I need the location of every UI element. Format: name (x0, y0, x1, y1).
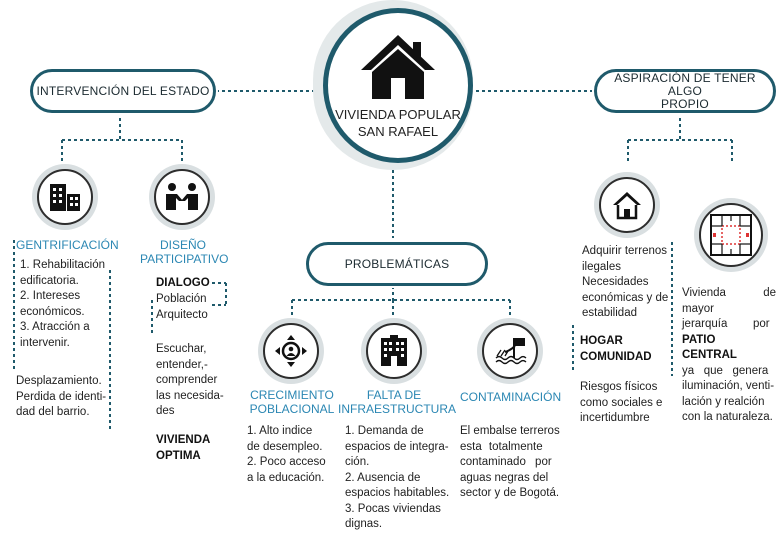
crecimiento-items: 1. Alto indice de desempleo. 2. Poco acc… (247, 424, 326, 486)
crecimiento-heading: CRECIMIENTO POBLACIONAL (248, 388, 336, 416)
list-item: ción. (345, 456, 370, 468)
list-item: 3. Pocas viviendas (345, 502, 441, 515)
polluted-water-icon (495, 338, 527, 365)
list-item: 2. Intereses (20, 290, 81, 302)
crecimiento-node (258, 318, 324, 384)
list-item: Desplazamiento. (16, 375, 102, 387)
patio-text: Vivienda de mayor jerarquía por PATIO CE… (682, 286, 776, 426)
falta-heading-line1: FALTA DE (366, 388, 422, 402)
diseno-heading: DISEÑO PARTICIPATIVO (140, 238, 229, 266)
apartment-building-icon (381, 335, 407, 366)
house-icon (361, 34, 435, 99)
center-title-line2: SAN RAFAEL (357, 123, 439, 139)
gentrificacion-node (32, 164, 98, 230)
list-item: como sociales e (580, 396, 663, 409)
falta-heading: FALTA DE INFRAESTRUCTURA (338, 388, 457, 416)
falta-items: 1. Demanda de espacios de integra- ción.… (345, 424, 449, 533)
list-item: Arquitecto (156, 308, 208, 321)
list-item: 2. Poco acceso (247, 456, 326, 468)
text-line: Vivienda de mayor (682, 287, 776, 315)
gentrificacion-items: 1. Rehabilitación edificatoria. 2. Inter… (20, 258, 105, 351)
diseno-node (149, 164, 215, 230)
text-line: contaminado por (460, 456, 552, 468)
list-item: 2. Ausencia de (345, 471, 421, 484)
list-item: 1. Demanda de (345, 425, 424, 437)
list-item: las necesida- (156, 389, 224, 402)
text-line: sector y de Bogotá. (460, 487, 560, 499)
list-item: Población (156, 293, 207, 305)
center-node-inner: VIVIENDA POPULAR SAN RAFAEL (323, 8, 473, 163)
falta-node (361, 318, 427, 384)
contaminacion-text: El embalse terreros esta totalmente cont… (460, 424, 562, 502)
handshake-icon (166, 183, 198, 210)
falta-heading-line2: INFRAESTRUCTURA (338, 402, 457, 416)
text-line: esta totalmente (460, 440, 543, 453)
list-item: espacios de integra- (345, 440, 449, 453)
problematicas-pill: PROBLEMÁTICAS (306, 242, 488, 286)
list-item: estabilidad (582, 307, 637, 319)
text-line: jerarquía por (682, 318, 770, 330)
list-item: económicas y de (582, 291, 669, 304)
list-item: dignas. (345, 518, 383, 530)
crecimiento-heading-line2: POBLACIONAL (249, 402, 335, 416)
text-line: ya que genera (682, 364, 769, 377)
crecimiento-heading-line1: CRECIMIENTO (250, 388, 334, 402)
gentrificacion-heading: GENTRIFICACIÓN (16, 238, 119, 252)
vivienda-optima: VIVIENDA OPTIMA (156, 434, 211, 462)
adquirir-node (594, 172, 660, 238)
list-item: dad del barrio. (16, 406, 90, 418)
text-line: lación y realción (682, 395, 765, 408)
text-line: con la naturaleza. (682, 411, 773, 423)
hogar-comunidad: HOGAR COMUNIDAD (580, 335, 652, 363)
adquirir-items: Adquirir terrenos ilegales Necesidades e… (582, 244, 668, 322)
list-item: espacios habitables. (345, 487, 450, 499)
aspiracion-pill: ASPIRACIÓN DE TENER ALGO PROPIO (594, 69, 776, 113)
list-item: 3. Atracción a (20, 321, 90, 333)
dialogo-label: DIALOGO (156, 277, 210, 289)
list-item: Adquirir terrenos (582, 245, 668, 257)
center-title: VIVIENDA POPULAR SAN RAFAEL (335, 106, 461, 140)
diseno-process: Escuchar, entender,- comprender las nece… (156, 342, 224, 420)
list-item: intervenir. (20, 336, 70, 349)
contaminacion-node (477, 318, 543, 384)
text-line: aguas negras del (460, 471, 549, 484)
list-item: a la educación. (247, 471, 325, 484)
problematicas-label: PROBLEMÁTICAS (344, 257, 450, 271)
floor-plan-icon (710, 214, 752, 256)
aspiracion-label-line1: ASPIRACIÓN DE TENER ALGO (614, 70, 756, 98)
list-item: edificatoria. (20, 274, 79, 287)
patio-node (694, 198, 768, 272)
buildings-icon (50, 184, 80, 211)
contaminacion-heading: CONTAMINACIÓN (460, 390, 562, 404)
patio-central-label: PATIO CENTRAL (682, 333, 737, 362)
intervencion-pill: INTERVENCIÓN DEL ESTADO (30, 69, 216, 113)
list-item: Perdida de identi- (16, 390, 107, 403)
list-item: Escuchar, (156, 343, 207, 355)
list-item: entender,- (156, 358, 208, 371)
list-item: des (156, 405, 175, 417)
riesgos-text: Riesgos físicos como sociales e incertid… (580, 380, 662, 427)
gentrificacion-effect: Desplazamiento. Perdida de identi- dad d… (16, 374, 106, 421)
list-item: económicos. (20, 305, 85, 318)
intervencion-label: INTERVENCIÓN DEL ESTADO (36, 84, 210, 98)
list-item: Necesidades (582, 276, 649, 288)
list-item: incertidumbre (580, 412, 650, 424)
list-item: Riesgos físicos (580, 381, 658, 393)
text-line: iluminación, venti- (682, 380, 775, 392)
center-title-line1: VIVIENDA POPULAR (335, 106, 461, 122)
diseno-heading-line1: DISEÑO (159, 238, 206, 252)
expansion-icon (275, 335, 307, 367)
list-item: de desempleo. (247, 440, 323, 453)
diseno-actors: Población Arquitecto (156, 292, 208, 323)
diseno-heading-line2: PARTICIPATIVO (140, 252, 229, 266)
list-item: comprender (156, 374, 218, 386)
aspiracion-label-line2: PROPIO (661, 96, 709, 111)
home-outline-icon (613, 192, 641, 220)
text-line: El embalse terreros (460, 425, 560, 437)
list-item: 1. Alto indice (247, 425, 313, 437)
list-item: ilegales (582, 260, 621, 273)
list-item: 1. Rehabilitación (20, 259, 106, 271)
